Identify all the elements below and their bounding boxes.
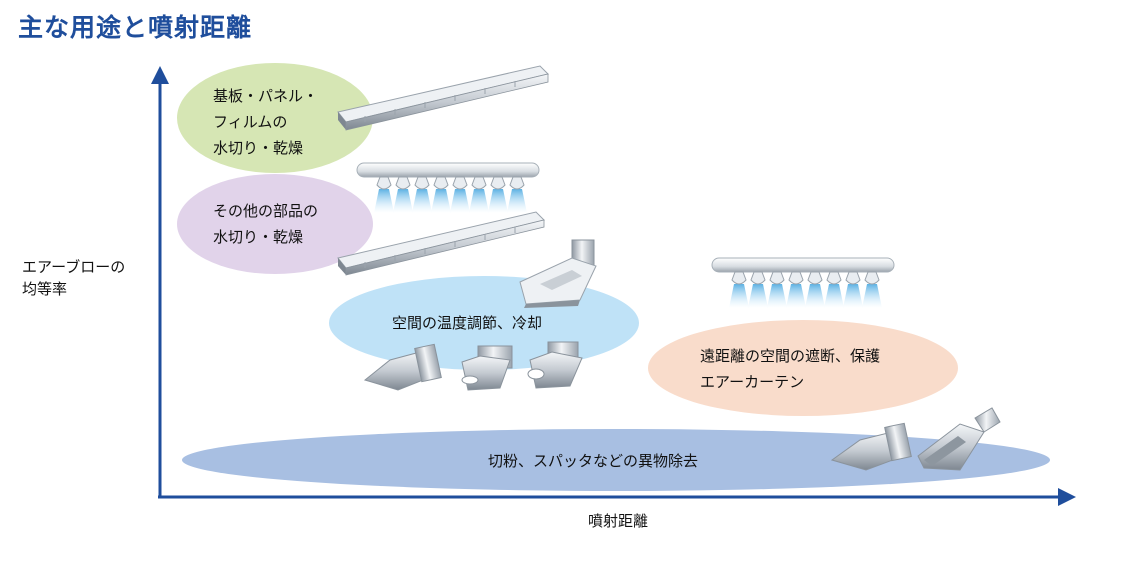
spray-mark	[843, 284, 863, 308]
spray-mark	[862, 284, 882, 308]
spray-mark	[748, 284, 768, 308]
pipe-nozzle-tip-icon	[788, 271, 804, 285]
spray-mark	[507, 189, 527, 213]
page-title: 主な用途と噴射距離	[18, 13, 253, 42]
flat-nozzle-bar-icon	[337, 211, 545, 276]
spot-nozzle-icon	[363, 343, 442, 391]
x-axis-label: 噴射距離	[588, 512, 649, 530]
pipe-nozzle-tip-icon	[395, 176, 411, 190]
pipe-nozzle-tip-icon	[845, 271, 861, 285]
x-axis-arrow-icon	[1058, 488, 1076, 506]
label-space-cooling: 空間の温度調節、冷却	[392, 314, 543, 332]
label-debris-removal: 切粉、スパッタなどの異物除去	[488, 452, 699, 470]
pipe-nozzle-tip-icon	[433, 176, 449, 190]
spray-mark	[431, 189, 451, 213]
spot-nozzle-icon	[527, 341, 583, 389]
spray-mark	[767, 284, 787, 308]
label-air-curtain: 遠距離の空間の遮断、保護 エアーカーテン	[700, 347, 881, 391]
pipe-nozzle-tip-icon	[750, 271, 766, 285]
pipe-nozzle-tip-icon	[509, 176, 525, 190]
ellipse-substrate-drying	[177, 63, 373, 173]
label-parts-drying: その他の部品の 水切り・乾燥	[213, 202, 319, 246]
spray-mark	[729, 284, 749, 308]
spot-nozzle-icon	[830, 422, 912, 471]
pipe-nozzle-tip-icon	[731, 271, 747, 285]
spray-mark	[393, 189, 413, 213]
spray-mark	[488, 189, 508, 213]
pipe-nozzle-tip-icon	[452, 176, 468, 190]
pipe-nozzle-tip-icon	[826, 271, 842, 285]
y-axis-arrow-icon	[151, 66, 169, 84]
y-axis-label: エアーブローの 均等率	[22, 258, 126, 298]
pipe-nozzle-tip-icon	[490, 176, 506, 190]
spray-mark	[374, 189, 394, 213]
pipe-nozzle-tip-icon	[376, 176, 392, 190]
pipe-nozzle-tip-icon	[807, 271, 823, 285]
spray-mark	[450, 189, 470, 213]
pipe-nozzle-tip-icon	[864, 271, 880, 285]
spray-mark	[412, 189, 432, 213]
pipe-nozzle-tip-icon	[769, 271, 785, 285]
multi-nozzle-pipe-icon	[356, 162, 540, 213]
ellipse-parts-drying	[177, 174, 373, 274]
spray-mark	[805, 284, 825, 308]
flat-fan-nozzle-icon	[519, 239, 597, 308]
ellipse-debris-removal	[182, 429, 1050, 491]
pipe-nozzle-tip-icon	[414, 176, 430, 190]
multi-nozzle-pipe-icon	[711, 257, 895, 308]
spray-mark	[824, 284, 844, 308]
spray-mark	[469, 189, 489, 213]
label-substrate-drying: 基板・パネル・ フィルムの 水切り・乾燥	[213, 87, 319, 157]
spray-mark	[786, 284, 806, 308]
spot-nozzle-icon	[461, 345, 513, 391]
flat-nozzle-bar-icon	[337, 65, 549, 131]
flat-fan-nozzle-icon	[917, 407, 1001, 471]
ellipse-air-curtain	[648, 320, 958, 416]
pipe-nozzle-tip-icon	[471, 176, 487, 190]
